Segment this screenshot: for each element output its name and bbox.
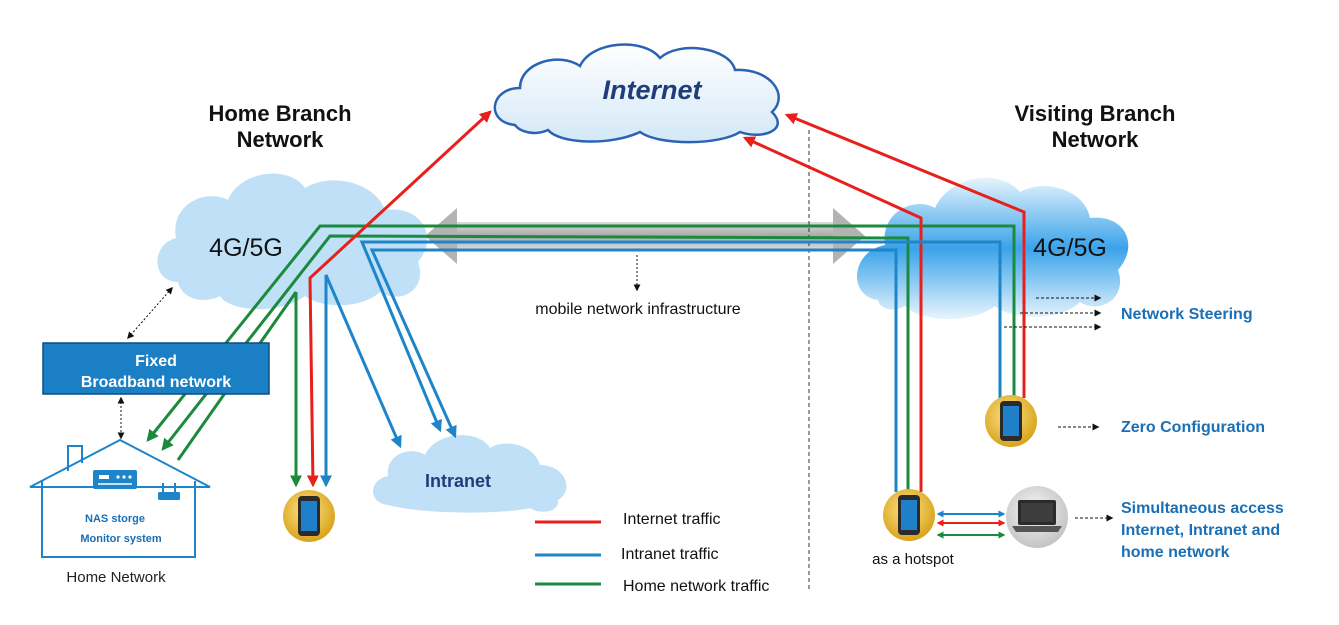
fixed-broadband-box: Fixed Broadband network xyxy=(42,342,270,395)
visiting-branch-title-line2: Network xyxy=(1052,127,1140,152)
home-traffic-line xyxy=(146,224,1016,442)
zero-configuration-label: Zero Configuration xyxy=(1121,419,1265,436)
network-steering-label: Network Steering xyxy=(1121,306,1253,323)
visiting-branch-title-line1: Visiting Branch xyxy=(1015,101,1176,126)
home-cloud-label: 4G/5G xyxy=(209,234,283,262)
home-branch-title-line1: Home Branch xyxy=(208,101,351,126)
hotspot-label: as a hotspot xyxy=(872,551,955,568)
home-network-label: Home Network xyxy=(66,569,166,586)
internet-cloud-icon xyxy=(493,43,780,144)
visit-cloud-label: 4G/5G xyxy=(1033,234,1107,262)
internet-traffic-line xyxy=(306,110,492,488)
internet-traffic-line xyxy=(784,113,1026,398)
legend-home-label: Home network traffic xyxy=(623,578,769,595)
simultaneous-line1: Simultaneous access xyxy=(1121,500,1284,517)
simultaneous-line2: Internet, Intranet and xyxy=(1121,522,1280,539)
intranet-traffic-lines xyxy=(320,240,1002,492)
hotspot-links xyxy=(936,510,1006,539)
home-label-monitor: Monitor system xyxy=(80,533,162,545)
internet-traffic-line xyxy=(742,136,923,492)
internet-traffic-lines xyxy=(306,110,1026,492)
phone-icon xyxy=(283,490,335,542)
fixed-broadband-line2: Broadband network xyxy=(81,374,231,391)
infrastructure-label: mobile network infrastructure xyxy=(535,301,741,318)
wifi-router-icon xyxy=(158,483,180,500)
phone-icon xyxy=(883,489,935,541)
visiting-cloud-icon xyxy=(857,177,1129,320)
broadband-cloud-link xyxy=(127,286,173,340)
legend: Internet traffic Intranet traffic Home n… xyxy=(535,511,769,595)
home-label-nas: NAS storge xyxy=(85,513,145,525)
intranet-traffic-line xyxy=(320,274,402,488)
feature-arrows xyxy=(1004,294,1114,522)
laptop-icon xyxy=(1006,486,1068,548)
intranet-traffic-line xyxy=(369,248,898,492)
legend-internet-label: Internet traffic xyxy=(623,511,721,528)
simultaneous-line3: home network xyxy=(1121,544,1230,561)
phone-icon xyxy=(985,395,1037,447)
router-icon xyxy=(93,470,137,489)
legend-intranet-label: Intranet traffic xyxy=(621,546,719,563)
home-branch-title-line2: Network xyxy=(237,127,325,152)
intranet-traffic-line xyxy=(359,240,1002,433)
fixed-broadband-line1: Fixed xyxy=(135,353,177,370)
internet-title: Internet xyxy=(602,75,702,105)
intranet-label: Intranet xyxy=(425,471,491,491)
